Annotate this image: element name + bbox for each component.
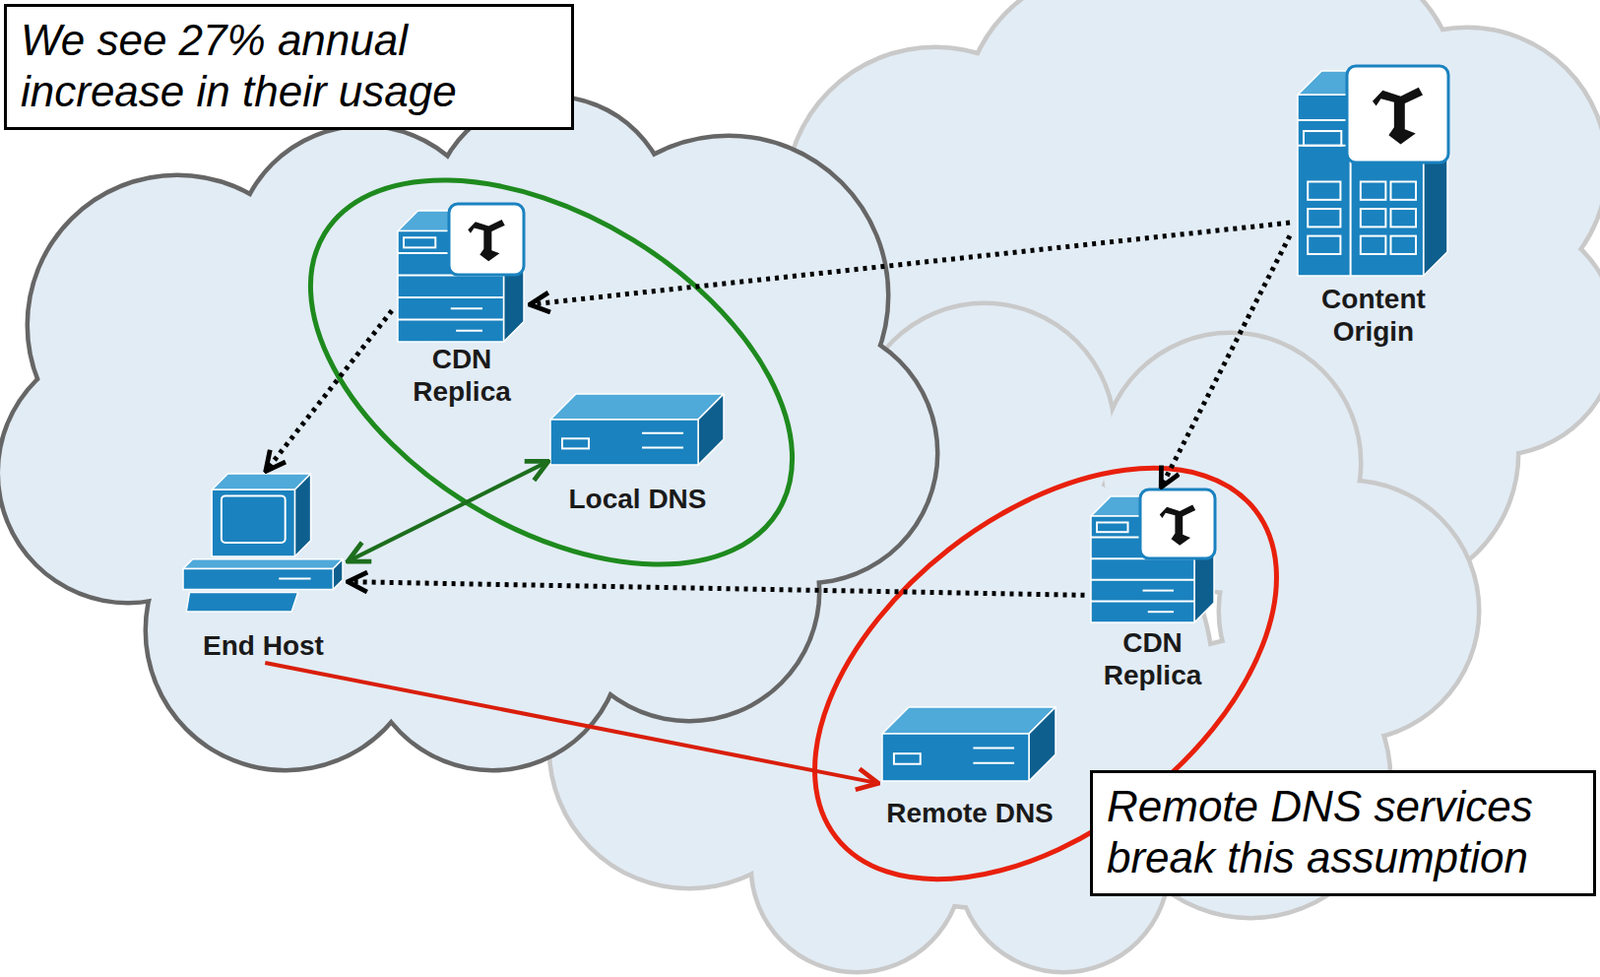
origin-server: Content Origin [1289,59,1458,349]
panel-line [397,318,505,320]
panel-line [641,432,684,435]
box-front [183,569,333,590]
panel-line [1148,610,1174,613]
origin-server-icon [1297,65,1449,276]
dns-query-arrow [349,461,547,561]
panel-line [1090,599,1195,602]
panel-line [972,746,1015,749]
node-label: CDN Replica [397,342,526,409]
panel-slot [1303,130,1342,146]
box-side [698,393,724,465]
logo-mark [467,219,505,261]
content-flow-arrow [1161,235,1290,486]
node-label: End Host [202,629,324,663]
cloud-outline [1102,334,1359,591]
node-label: Remote DNS [886,796,1054,831]
panel-slot [1307,236,1341,255]
panel-slot [1307,208,1341,227]
box-top [550,393,724,420]
panel-slot [1390,208,1416,227]
logo-card [1346,65,1449,163]
panel-line [278,576,311,579]
panel-line [1297,119,1351,122]
cdn-replica: CDN Replica [1085,485,1221,693]
box-front [882,733,1029,781]
screen [221,495,286,543]
panel-slot [1096,521,1129,532]
dns-server-icon [550,393,724,465]
panel-slot [1360,236,1387,255]
callout-note: Remote DNS services break this assumptio… [1089,769,1597,896]
panel-line [397,296,505,299]
computer-icon [183,473,343,612]
server-icon [397,203,524,342]
logo-card [1140,489,1216,559]
panel-line [455,329,483,332]
device-icons [183,65,1449,781]
server-icon [1090,489,1216,623]
panel-line [1349,148,1352,276]
box-front [211,489,295,557]
box-side [332,559,343,590]
callout-text: We see 27% annual increase in their usag… [20,14,558,118]
stand [186,591,298,612]
box-top [183,559,343,570]
cloud [0,98,936,768]
box-top [882,706,1056,734]
content-flow-arrow [531,222,1290,305]
logo-card [448,203,524,275]
logo-mark [1372,87,1423,145]
panel-slot [562,438,589,448]
cdn-replica: CDN Replica [391,199,532,409]
panel-line [641,446,684,448]
node-label: Local DNS [568,482,706,516]
local-dns: Local DNS [546,387,729,516]
panel-slot [1390,181,1416,199]
panel-slot [894,753,921,765]
content-flow-arrow [266,310,392,470]
remote-dns: Remote DNS [876,702,1064,831]
box-side [294,473,311,557]
box-side [1028,706,1056,781]
panel-slot [1360,208,1387,227]
box-front [550,419,699,465]
box-top [211,473,311,490]
callout-text: Remote DNS services break this assumptio… [1106,780,1580,884]
node-label: Content Origin [1309,282,1438,349]
dns-server-icon [882,706,1056,781]
connectors [264,222,1290,783]
panel-slot [1307,181,1341,199]
content-flow-arrow [349,581,1086,596]
dns-query-arrow [264,662,877,783]
end-host: End Host [177,469,350,663]
panel-line [1143,589,1175,592]
panel-line [1090,578,1195,581]
node-label: CDN Replica [1088,626,1217,693]
panel-slot [1390,236,1416,255]
cloud-fill [1102,334,1359,591]
callout-note: We see 27% annual increase in their usag… [3,3,575,130]
logo-mark [1159,504,1196,545]
panel-line [450,307,483,310]
panel-slot [1360,181,1387,199]
panel-line [972,762,1015,765]
panel-slot [403,237,436,248]
